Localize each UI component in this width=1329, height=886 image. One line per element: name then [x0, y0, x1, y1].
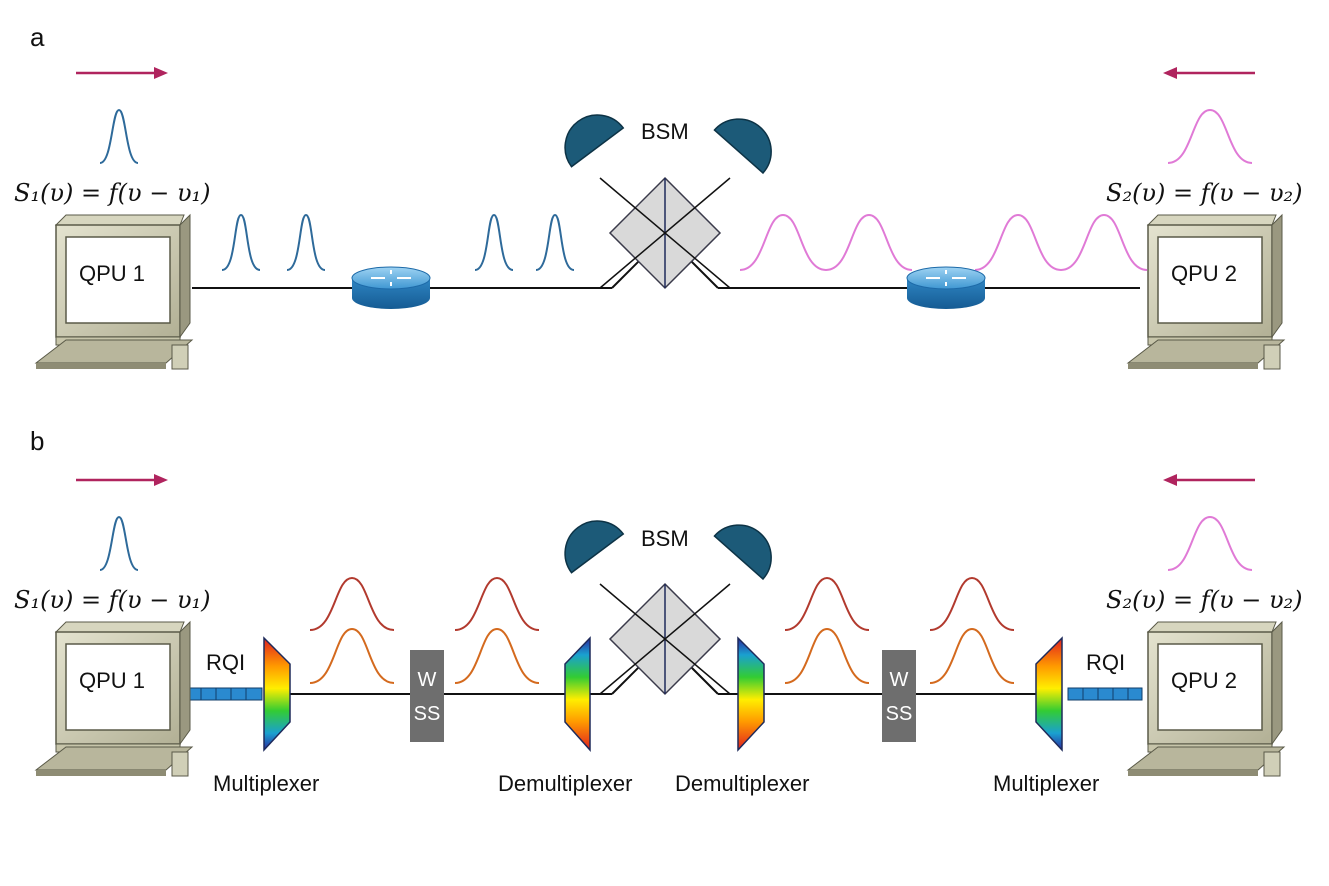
qpu-label-right: QPU 2: [1171, 668, 1237, 693]
qpu-label-left: QPU 1: [79, 261, 145, 286]
qpu-label-left: QPU 1: [79, 668, 145, 693]
detector-icon: [713, 118, 772, 175]
rqi-icon: [185, 687, 263, 701]
demultiplexer-label-right: Demultiplexer: [675, 771, 810, 796]
panel-label-b: b: [30, 426, 44, 456]
computer-icon: [34, 213, 194, 370]
prism-icon: [737, 636, 765, 752]
spectrum-pulse-right: [1167, 515, 1253, 571]
computer-icon: [1126, 620, 1286, 777]
spectrum-pulse-left: [99, 515, 139, 571]
computer-icon: [1126, 213, 1286, 370]
router-icon: [351, 266, 431, 309]
multiplexer-label-right: Multiplexer: [993, 771, 1099, 796]
detector-icon: [564, 520, 625, 574]
beam-splitter-icon: [599, 176, 731, 290]
spectrum-pulse-left: [99, 108, 139, 164]
prism-icon: [263, 636, 291, 752]
wss-label-line1: W: [418, 669, 437, 691]
pulse-comb-upper: [309, 576, 1015, 631]
wss-label-line1: W: [890, 669, 909, 691]
computer-icon: [34, 620, 194, 777]
wss-label-line2: SS: [886, 703, 913, 725]
router-icon: [906, 266, 986, 309]
prism-icon: [1035, 636, 1063, 752]
panel-b: b S₁(υ) = f(υ − υ₁) S₂(υ) = f(υ − υ₂): [14, 426, 1303, 796]
wss-label-line2: SS: [414, 703, 441, 725]
arrow-right-icon: [76, 474, 168, 486]
rqi-label-right: RQI: [1086, 650, 1125, 675]
detector-icon: [564, 114, 625, 168]
multiplexer-label-left: Multiplexer: [213, 771, 319, 796]
wss-icon: W SS: [410, 650, 444, 742]
pulse-train-right: [739, 213, 1148, 271]
spectrum-formula-left: S₁(υ) = f(υ − υ₁): [14, 179, 211, 207]
detector-icon: [713, 524, 772, 581]
pulse-train-left: [221, 213, 575, 271]
pulse-comb-lower: [309, 627, 1015, 684]
spectrum-formula-right: S₂(υ) = f(υ − υ₂): [1106, 179, 1303, 207]
wss-icon: W SS: [882, 650, 916, 742]
panel-a: a S₁(υ) = f(υ − υ₁) S₂(υ) = f(υ − υ₂): [14, 22, 1303, 370]
demultiplexer-label-left: Demultiplexer: [498, 771, 633, 796]
arrow-right-icon: [76, 67, 168, 79]
bsm-label: BSM: [641, 119, 689, 144]
prism-icon: [564, 636, 591, 752]
arrow-left-icon: [1163, 67, 1255, 79]
rqi-label-left: RQI: [206, 650, 245, 675]
arrow-left-icon: [1163, 474, 1255, 486]
spectrum-formula-left: S₁(υ) = f(υ − υ₁): [14, 586, 211, 614]
spectrum-formula-right: S₂(υ) = f(υ − υ₂): [1106, 586, 1303, 614]
panel-label-a: a: [30, 22, 45, 52]
bsm-label: BSM: [641, 526, 689, 551]
beam-splitter-icon: [599, 582, 731, 696]
rqi-icon: [1067, 687, 1143, 701]
qpu-label-right: QPU 2: [1171, 261, 1237, 286]
spectrum-pulse-right: [1167, 108, 1253, 164]
